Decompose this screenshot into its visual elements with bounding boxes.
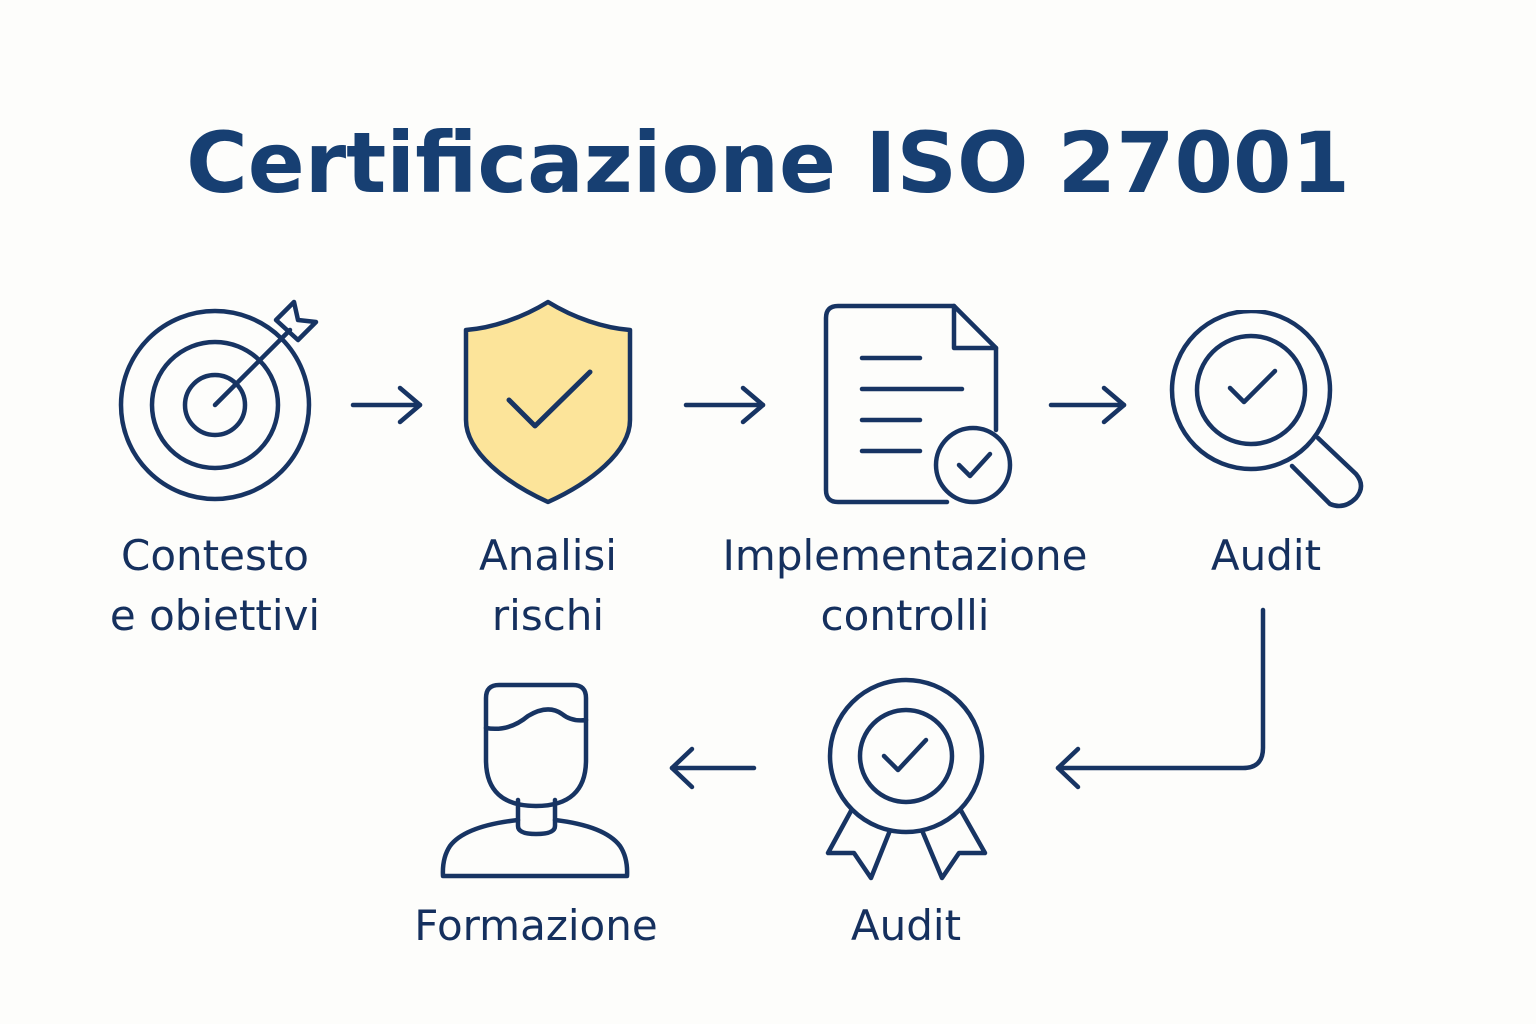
step-label-line: Contesto xyxy=(121,531,309,580)
step-label-implementazione: Implementazione controlli xyxy=(680,526,1130,646)
arrow-right-icon xyxy=(1048,385,1127,425)
arrow-right-icon xyxy=(683,385,766,425)
step-label-line: controlli xyxy=(820,591,990,640)
step-label-line: rischi xyxy=(491,591,605,640)
award-badge-icon xyxy=(825,677,988,881)
arrow-right-icon xyxy=(350,385,423,425)
step-label-analisi: Analisi rischi xyxy=(400,526,696,646)
step-label-line: Analisi xyxy=(479,531,617,580)
step-label-line: Audit xyxy=(850,901,962,950)
step-label-line: e obiettivi xyxy=(109,591,321,640)
elbow-arrow-icon xyxy=(1055,607,1266,790)
document-check-icon xyxy=(823,303,1013,505)
arrow-left-icon xyxy=(669,746,757,790)
step-label-audit: Audit xyxy=(1150,526,1382,586)
step-label-line: Implementazione xyxy=(722,531,1088,580)
shield-check-icon xyxy=(463,299,633,505)
magnifier-check-icon xyxy=(1169,310,1364,509)
step-label-contesto: Contesto e obiettivi xyxy=(60,526,370,646)
page-title: Certificazione ISO 27001 xyxy=(186,114,1350,212)
step-label-formazione: Formazione xyxy=(380,896,692,956)
step-label-audit-certificazione: Audit xyxy=(790,896,1022,956)
step-label-line: Formazione xyxy=(414,901,658,950)
target-icon xyxy=(118,299,319,502)
person-icon xyxy=(440,682,630,879)
step-label-line: Audit xyxy=(1210,531,1322,580)
